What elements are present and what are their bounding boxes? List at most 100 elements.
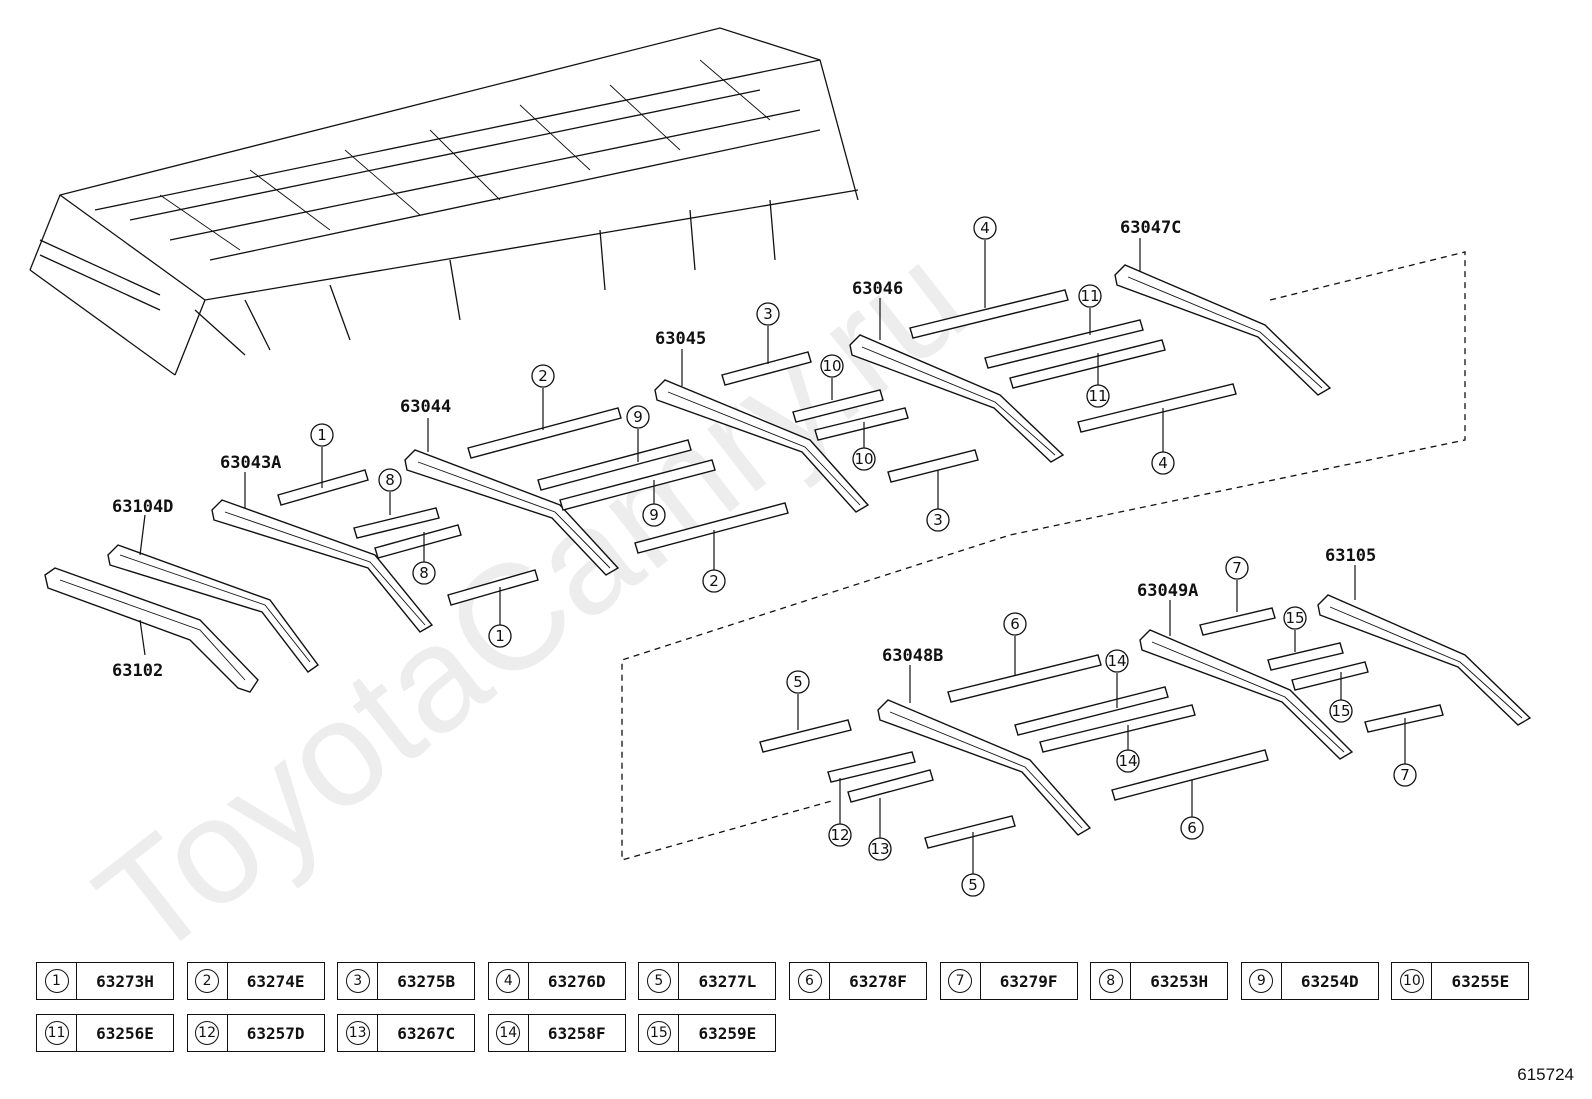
legend-ref-number: 5 <box>639 963 680 999</box>
callout-8-top: 8 <box>378 468 402 515</box>
svg-text:3: 3 <box>933 511 943 529</box>
callout-9-top: 9 <box>626 405 650 462</box>
part-label-63046: 63046 <box>852 279 903 299</box>
svg-text:15: 15 <box>1285 609 1304 627</box>
part-label-63102: 63102 <box>112 661 163 681</box>
legend-ref-number: 14 <box>489 1015 529 1051</box>
legend-part-code: 63276D <box>547 971 606 991</box>
callout-2-top: 2 <box>531 364 555 430</box>
legend-ref-number: 8 <box>1091 963 1132 999</box>
callouts: 1 1 2 2 3 3 4 4 5 5 6 6 7 7 8 8 9 9 10 1… <box>310 216 1417 897</box>
legend-ref-number: 3 <box>338 963 379 999</box>
diagram-reference-id: 615724 <box>1517 1065 1574 1084</box>
legend-item-15: 15 63259E <box>638 1014 777 1052</box>
legend-part-code: 63257D <box>246 1023 305 1043</box>
svg-text:7: 7 <box>1232 559 1242 577</box>
legend-ref-number: 10 <box>1392 963 1433 999</box>
callout-14-bottom: 14 <box>1116 725 1140 773</box>
svg-text:11: 11 <box>1080 287 1099 305</box>
legend-part-code: 63253H <box>1150 971 1209 991</box>
legend-ref-number: 4 <box>489 963 529 999</box>
part-labels: 63104D 63102 63043A 63044 63045 63046 63… <box>112 218 1376 681</box>
svg-text:9: 9 <box>633 408 643 426</box>
svg-text:2: 2 <box>538 367 548 385</box>
legend-ref-number: 6 <box>790 963 830 999</box>
callout-15-top: 15 <box>1283 606 1307 652</box>
svg-text:4: 4 <box>1158 454 1168 472</box>
svg-text:10: 10 <box>822 357 841 375</box>
svg-text:8: 8 <box>385 471 395 489</box>
callout-4-top: 4 <box>973 216 997 308</box>
svg-text:7: 7 <box>1400 766 1410 784</box>
legend-item-5: 5 63277L <box>638 962 777 1000</box>
svg-text:12: 12 <box>830 826 849 844</box>
svg-text:6: 6 <box>1187 819 1197 837</box>
legend-ref-number: 15 <box>639 1015 680 1051</box>
legend-item-11: 11 63256E <box>36 1014 174 1052</box>
legend-item-4: 4 63276D <box>487 962 626 1000</box>
callout-15-bottom: 15 <box>1329 672 1353 723</box>
svg-text:4: 4 <box>980 219 990 237</box>
svg-text:9: 9 <box>649 506 659 524</box>
legend-part-code: 63278F <box>849 971 907 991</box>
legend-item-14: 14 63258F <box>487 1014 626 1052</box>
callout-1-top: 1 <box>310 423 334 488</box>
part-label-63105: 63105 <box>1325 546 1376 566</box>
part-label-63049A: 63049A <box>1137 581 1198 601</box>
legend-item-7: 7 63279F <box>939 962 1078 1000</box>
svg-text:14: 14 <box>1118 752 1137 770</box>
cross-members <box>277 289 1444 849</box>
callout-12: 12 <box>828 778 852 847</box>
svg-text:2: 2 <box>709 572 719 590</box>
callout-8-bottom: 8 <box>412 532 436 585</box>
part-label-63044: 63044 <box>400 397 451 417</box>
svg-text:6: 6 <box>1010 615 1020 633</box>
svg-text:13: 13 <box>870 840 889 858</box>
callout-9-bottom: 9 <box>642 480 666 527</box>
beams-upper <box>44 264 1332 693</box>
legend-ref-number: 11 <box>37 1015 77 1051</box>
legend-ref-number: 13 <box>338 1015 379 1051</box>
svg-text:5: 5 <box>968 876 978 894</box>
beams-lower <box>877 594 1532 836</box>
legend-part-code: 63258F <box>547 1023 606 1043</box>
vehicle-roof-illustration <box>29 27 859 376</box>
legend-part-code: 63259E <box>698 1023 757 1043</box>
callout-6-bottom: 6 <box>1180 780 1204 840</box>
callout-7-top: 7 <box>1225 556 1249 612</box>
legend-part-code: 63277L <box>698 971 757 991</box>
svg-text:1: 1 <box>495 627 505 645</box>
callout-11-top: 11 <box>1078 284 1102 335</box>
part-label-63047C: 63047C <box>1120 218 1181 238</box>
callout-5-top: 5 <box>786 670 810 730</box>
legend-part-code: 63279F <box>999 971 1058 991</box>
legend-part-code: 63254D <box>1300 971 1359 991</box>
svg-text:1: 1 <box>317 426 327 444</box>
callout-3-top: 3 <box>756 302 780 364</box>
part-label-63045: 63045 <box>655 329 706 349</box>
callout-2-bottom: 2 <box>702 530 726 593</box>
legend-ref-number: 7 <box>941 963 981 999</box>
callout-4-bottom: 4 <box>1151 408 1175 475</box>
legend-part-code: 63256E <box>96 1023 154 1043</box>
svg-text:5: 5 <box>793 673 803 691</box>
callout-3-bottom: 3 <box>926 470 950 532</box>
svg-text:8: 8 <box>419 564 429 582</box>
callout-6-top: 6 <box>1003 612 1027 676</box>
svg-text:3: 3 <box>763 305 773 323</box>
svg-text:15: 15 <box>1331 702 1350 720</box>
callout-14-top: 14 <box>1105 649 1129 708</box>
svg-text:11: 11 <box>1088 387 1107 405</box>
legend-part-code: 63274E <box>246 971 305 991</box>
callout-10-bottom: 10 <box>852 422 876 471</box>
legend-item-8: 8 63253H <box>1090 962 1229 1000</box>
watermark: ToyotaCamry.ru <box>66 213 995 990</box>
part-label-63043A: 63043A <box>220 453 281 473</box>
callout-13: 13 <box>868 798 892 861</box>
